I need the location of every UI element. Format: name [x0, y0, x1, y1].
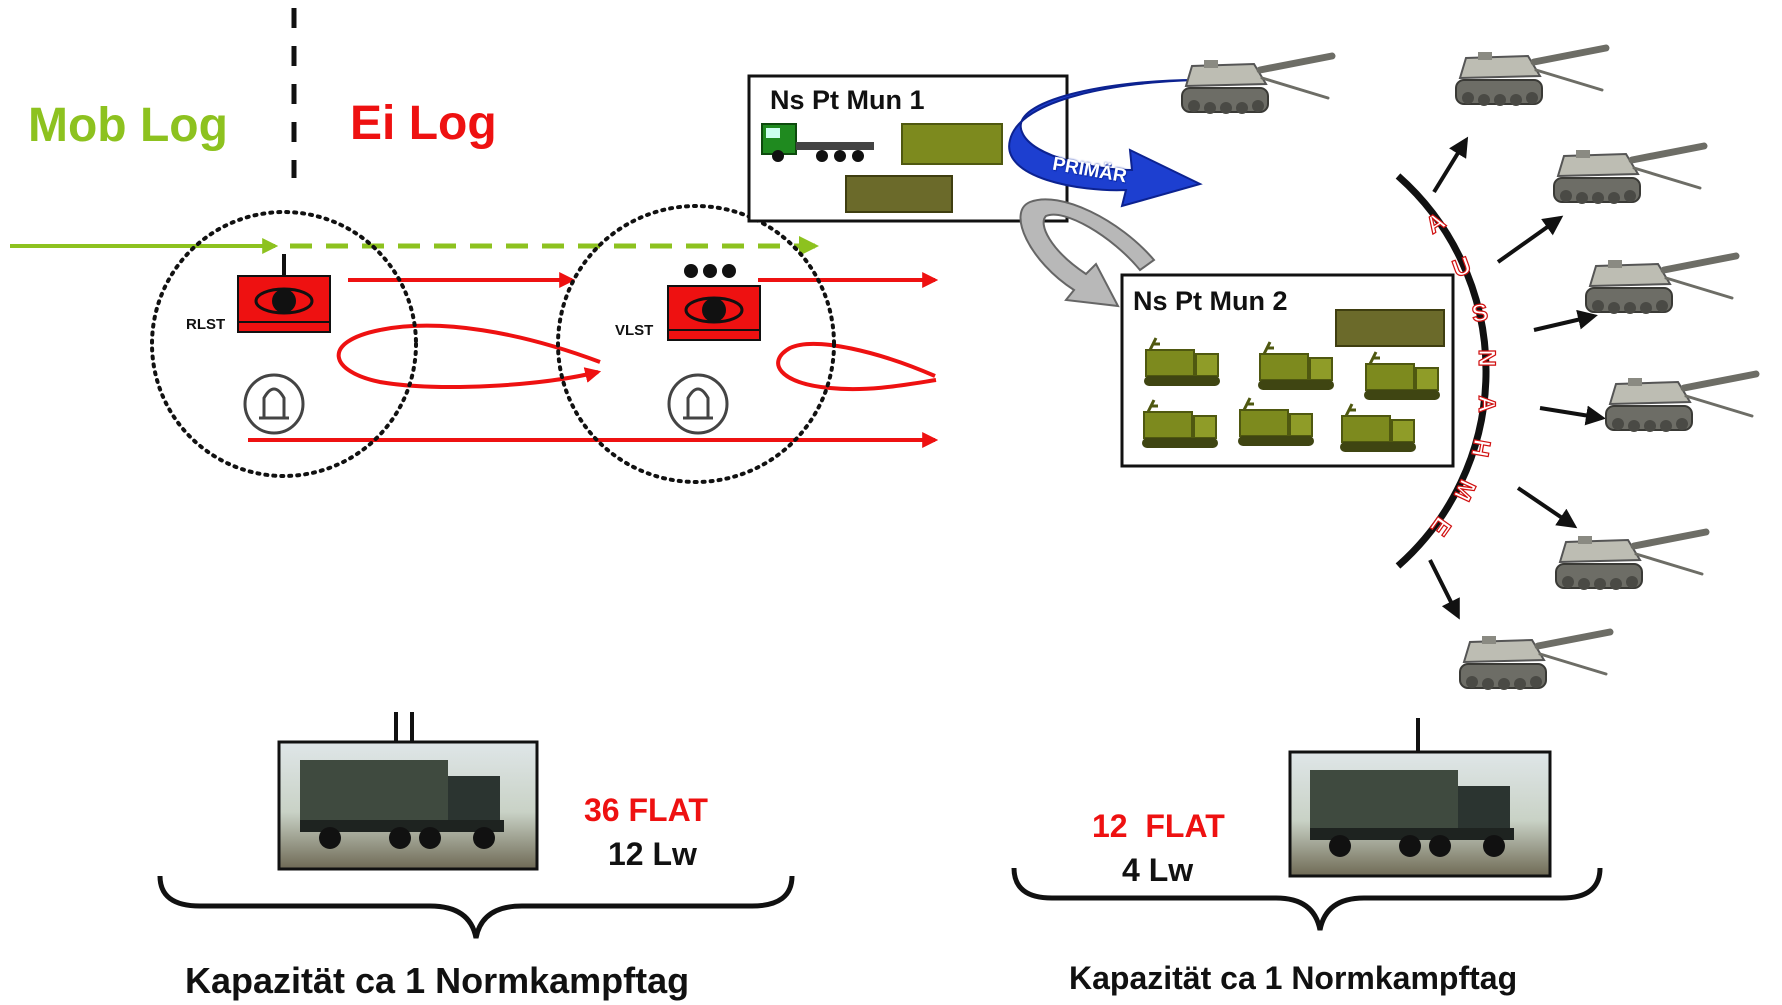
vlst-label: VLST [615, 322, 654, 339]
ausnahme-arc [1395, 173, 1490, 569]
ammo-symbol-icon [243, 373, 305, 435]
truck-photo-left [277, 712, 539, 871]
mob-log-label: Mob Log [28, 99, 228, 152]
ausnahme-letter: N [1472, 349, 1500, 368]
ammo-container-icon [845, 175, 953, 213]
vlst-symbol [667, 264, 761, 341]
red-loop-1 [336, 323, 602, 389]
ns-pt-mun-1-title: Ns Pt Mun 1 [770, 85, 925, 115]
left-capacity-caption: Kapazität ca 1 Normkampftag [185, 960, 690, 1001]
ausnahme-letter: A [1472, 395, 1500, 414]
ammo-container-icon [1335, 309, 1445, 347]
rlst-symbol [237, 254, 331, 333]
truck-photo-right [1288, 718, 1552, 878]
ei-log-label: Ei Log [350, 97, 497, 150]
red-loop-2 [776, 341, 937, 392]
ammo-symbol-icon [667, 373, 729, 435]
ausnahme-letter: S [1470, 298, 1491, 328]
left-capacity-brace [157, 875, 795, 939]
ammo-container-icon [901, 123, 1003, 165]
primar-arrow [1008, 79, 1203, 208]
rlst-label: RLST [186, 316, 226, 333]
left-flat-count: 36 FLAT [584, 792, 708, 828]
flatrack-truck-icon [761, 123, 874, 162]
right-lw-count: 4 Lw [1122, 852, 1194, 888]
right-capacity-brace [1011, 867, 1603, 931]
ausnahme-letter: H [1465, 437, 1496, 460]
left-lw-count: 12 Lw [608, 836, 697, 872]
rlst-zone-circle [150, 210, 418, 478]
ns-pt-mun-2-title: Ns Pt Mun 2 [1133, 286, 1288, 316]
distribution-arrows [1428, 136, 1606, 620]
secondary-arrow [1019, 198, 1156, 308]
right-flat-count: 12 FLAT [1092, 808, 1225, 844]
right-capacity-caption: Kapazität ca 1 Normkampftag [1069, 960, 1518, 996]
vlst-zone-circle [556, 204, 836, 484]
